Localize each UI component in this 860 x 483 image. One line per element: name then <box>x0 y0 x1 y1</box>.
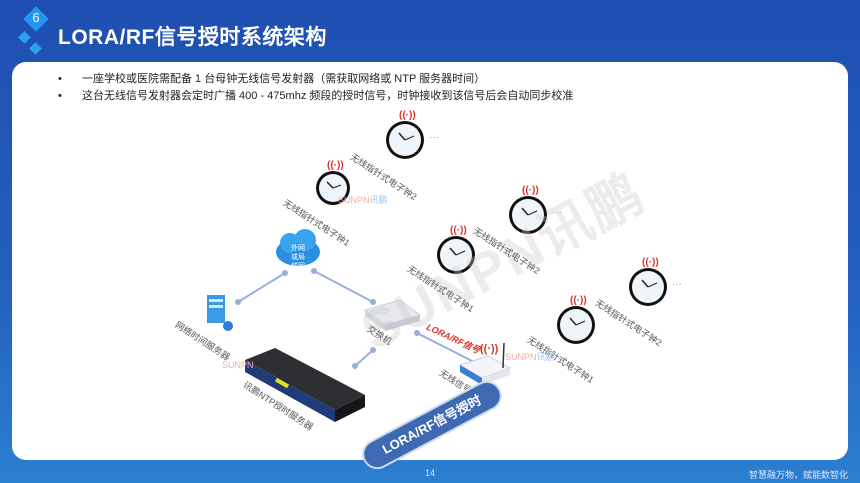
page-title: LORA/RF信号授时系统架构 <box>58 26 327 49</box>
footer-slogan: 智慧融万物，赋能数智化 <box>748 470 848 480</box>
cloud-icon <box>276 229 320 266</box>
svg-text:···: ··· <box>552 207 562 218</box>
svg-text:((·)): ((·)) <box>327 160 344 171</box>
svg-text:···: ··· <box>672 279 682 290</box>
watermark-small: SUNPN讯鹏 <box>505 352 555 362</box>
content-panel <box>12 62 848 460</box>
bullet-item: •这台无线信号发射器会定时广播 400 - 475mhz 频段的授时信号，时钟接… <box>58 90 574 102</box>
svg-text:((·)): ((·)) <box>480 343 499 355</box>
server-icon <box>207 295 233 331</box>
clock-icons: ((·)) ((·)) ··· ((·)) ((·)) ··· ((·)) ((·)… <box>316 110 682 344</box>
page-number: 14 <box>425 468 436 478</box>
bullet-list: •一座学校或医院需配备 1 台母钟无线信号发射器（需获取网络或 NTP 服务器时… <box>58 71 573 105</box>
switch-icon <box>363 299 422 331</box>
svg-text:···: ··· <box>429 132 439 143</box>
svg-text:((·)): ((·)) <box>570 295 587 306</box>
ntp-server-icon <box>245 348 365 422</box>
header: 6 LORA/RF信号授时系统架构 <box>0 0 860 60</box>
cloud-label: 外网或局域网 <box>291 245 305 270</box>
svg-text:((·)): ((·)) <box>399 110 416 121</box>
svg-text:((·)): ((·)) <box>642 257 659 268</box>
bullet-item: •一座学校或医院需配备 1 台母钟无线信号发射器（需获取网络或 NTP 服务器时… <box>58 73 486 85</box>
section-number: 6 <box>32 10 40 25</box>
svg-text:((·)): ((·)) <box>522 185 539 196</box>
watermark-small: SUNPN <box>222 360 254 370</box>
watermark-small: SUNPN讯鹏 <box>338 195 388 205</box>
svg-text:((·)): ((·)) <box>450 225 467 236</box>
